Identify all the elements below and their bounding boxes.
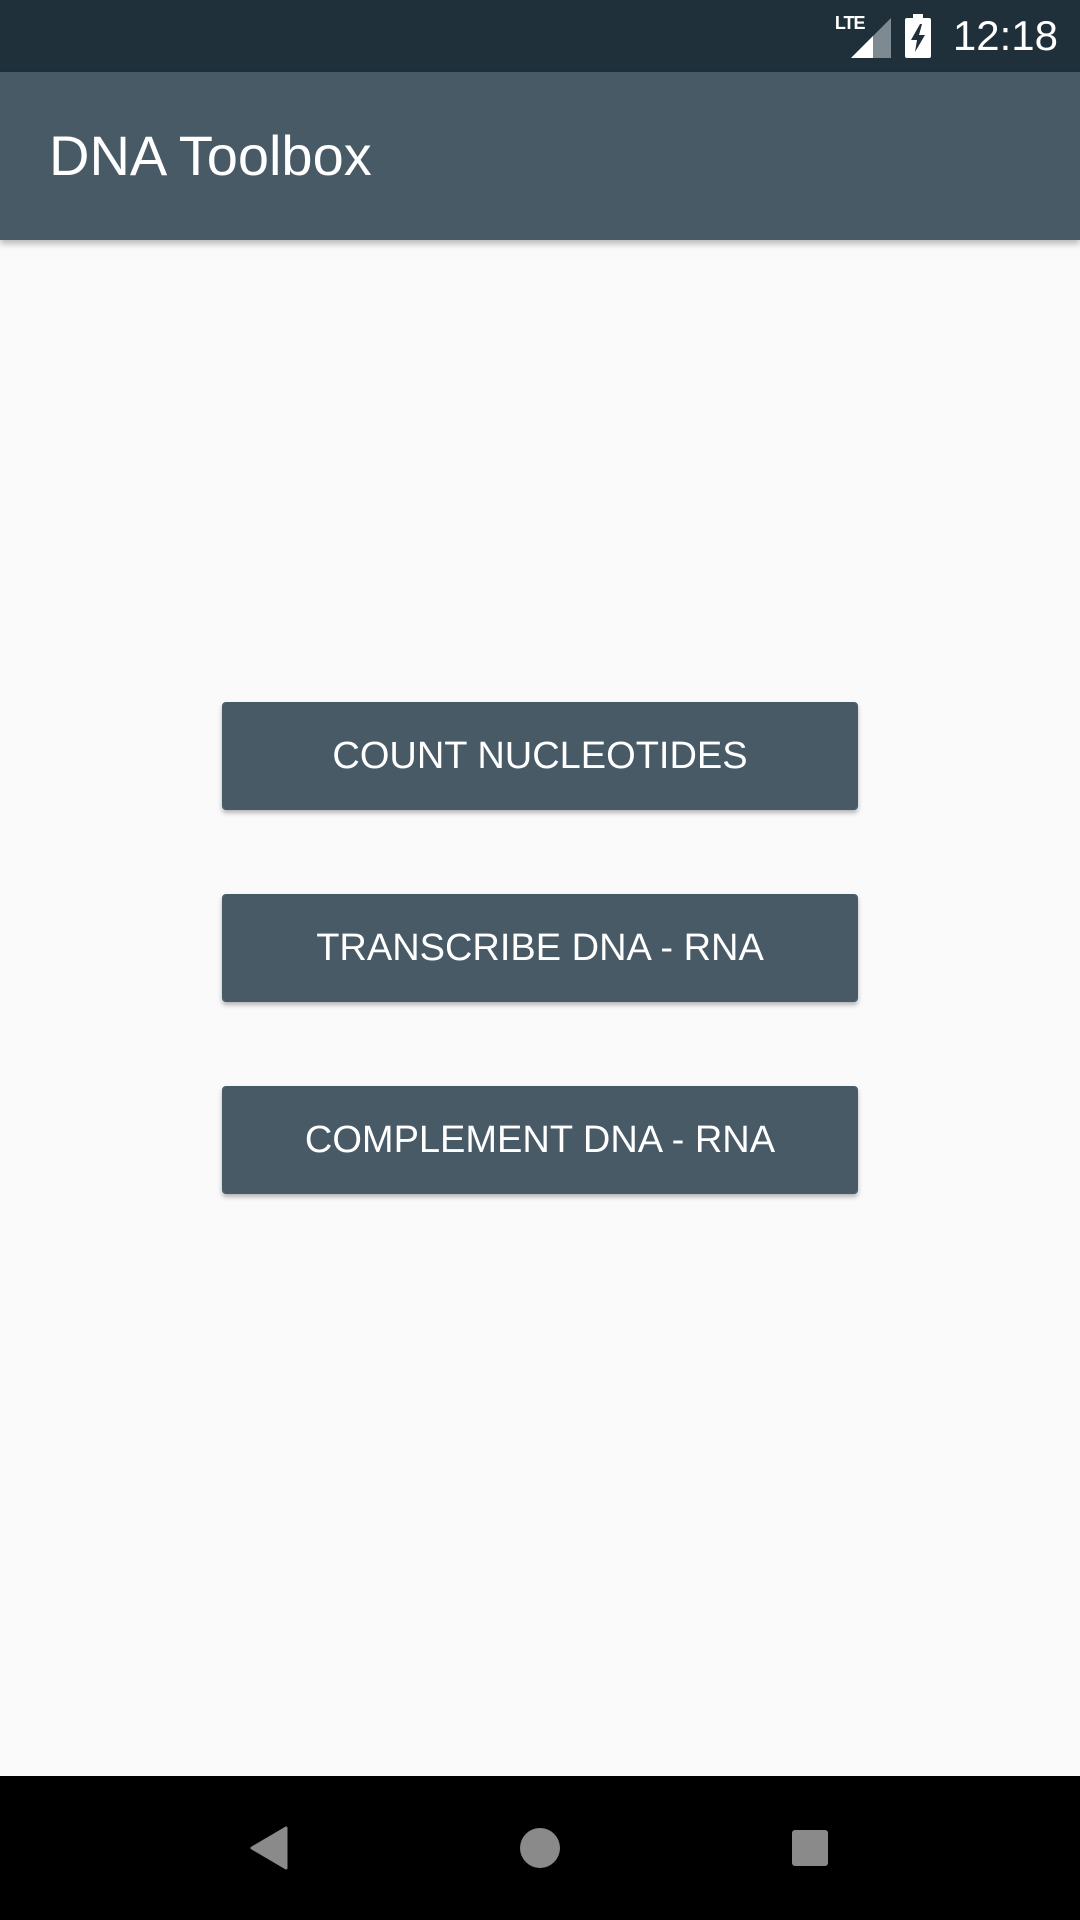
back-icon: [250, 1826, 288, 1870]
complement-dna-rna-button[interactable]: COMPLEMENT DNA - RNA: [222, 1086, 858, 1194]
home-button[interactable]: [468, 1776, 612, 1920]
battery-charging-icon: [904, 14, 931, 58]
back-button[interactable]: [198, 1776, 342, 1920]
lte-signal-icon: LTE: [835, 14, 891, 58]
status-icons: LTE 12:18: [835, 0, 1058, 72]
count-nucleotides-button[interactable]: COUNT NUCLEOTIDES: [222, 702, 858, 810]
transcribe-dna-rna-button[interactable]: TRANSCRIBE DNA - RNA: [222, 894, 858, 1002]
network-type-label: LTE: [834, 13, 866, 33]
status-bar: LTE 12:18: [0, 0, 1080, 72]
app-title: DNA Toolbox: [49, 124, 372, 187]
recent-apps-icon: [792, 1830, 828, 1866]
app-bar: DNA Toolbox: [0, 72, 1080, 240]
home-icon: [520, 1828, 560, 1868]
clock: 12:18: [952, 12, 1058, 59]
signal-strength-icon: [850, 18, 891, 58]
navigation-bar: [0, 1776, 1080, 1920]
recent-apps-button[interactable]: [738, 1776, 882, 1920]
